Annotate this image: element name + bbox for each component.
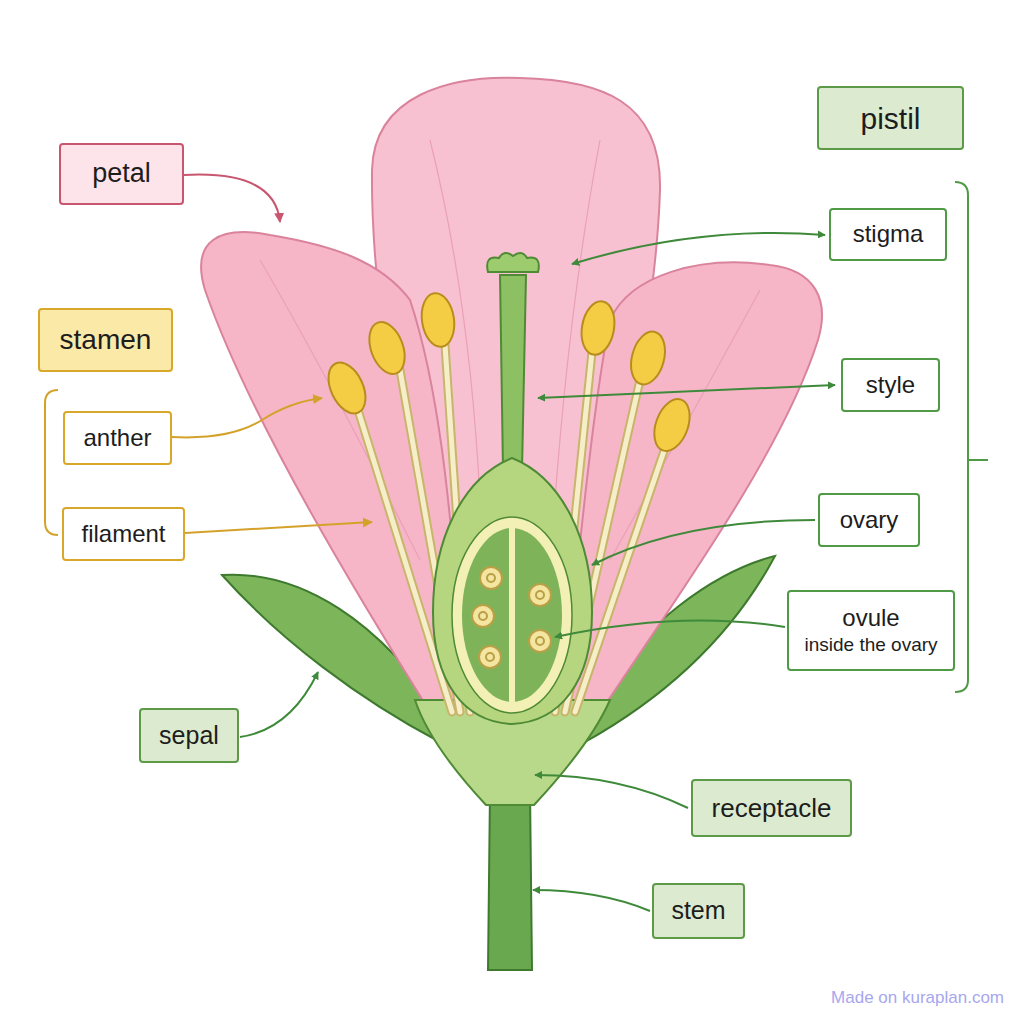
part-label: petal — [59, 143, 184, 205]
stem-shape — [488, 790, 532, 970]
ovary-divider — [509, 528, 515, 702]
anther-shape — [626, 328, 671, 388]
leader-arrow — [240, 672, 318, 737]
group-label: pistil — [817, 86, 964, 150]
anther-shape — [321, 357, 373, 419]
part-label: sepal — [139, 708, 239, 763]
leader-arrow — [185, 522, 372, 533]
part-name: stamen — [60, 325, 152, 356]
ovary-wall — [452, 517, 572, 713]
part-label: stem — [652, 883, 745, 939]
leader-arrow — [533, 890, 650, 911]
leader-arrow — [184, 175, 280, 222]
part-name: receptacle — [712, 794, 832, 823]
style-shape — [500, 275, 526, 470]
ovule-core — [487, 574, 495, 582]
ovule-shape — [529, 584, 551, 606]
stigma-shape — [487, 253, 539, 272]
ovule-core — [486, 653, 494, 661]
ovule-core — [536, 591, 544, 599]
ovule-shape — [479, 646, 501, 668]
pistil-bracket — [955, 182, 988, 692]
leader-arrow — [572, 233, 825, 264]
ovary-shape — [433, 458, 592, 724]
part-label: filament — [62, 507, 185, 561]
ovary-chamber — [462, 528, 562, 702]
part-label: receptacle — [691, 779, 852, 837]
anther-shape — [363, 317, 412, 379]
leader-arrow — [535, 775, 688, 808]
part-name: stigma — [853, 221, 924, 247]
part-name: style — [866, 372, 915, 398]
anther-shape — [418, 291, 457, 349]
ovules — [472, 567, 551, 668]
part-name: sepal — [159, 722, 219, 750]
part-name: anther — [83, 425, 151, 451]
part-name: ovary — [840, 507, 899, 533]
part-label: stigma — [829, 208, 947, 261]
ovule-shape — [529, 630, 551, 652]
ovule-core — [536, 637, 544, 645]
part-name: pistil — [860, 102, 920, 135]
leader-arrow — [538, 385, 835, 398]
ovule-shape — [472, 605, 494, 627]
leader-arrow — [592, 520, 815, 565]
part-label: anther — [63, 411, 172, 465]
part-note: inside the ovary — [804, 635, 937, 656]
anther-shape — [578, 299, 619, 358]
leader-arrow — [555, 620, 785, 637]
ovule-shape — [480, 567, 502, 589]
anther-shape — [648, 394, 697, 456]
part-name: petal — [92, 159, 151, 189]
watermark: Made on kuraplan.com — [831, 988, 1004, 1008]
stamen-bracket — [45, 390, 58, 535]
part-label: style — [841, 358, 940, 412]
part-label: ovule inside the ovary — [787, 590, 955, 671]
part-name: stem — [671, 897, 725, 925]
part-name: filament — [81, 521, 165, 547]
ovule-core — [479, 612, 487, 620]
part-label: ovary — [818, 493, 920, 547]
part-name: ovule — [842, 605, 899, 631]
leader-arrow — [172, 398, 322, 437]
petal-shape — [560, 262, 822, 728]
group-label: stamen — [38, 308, 173, 372]
